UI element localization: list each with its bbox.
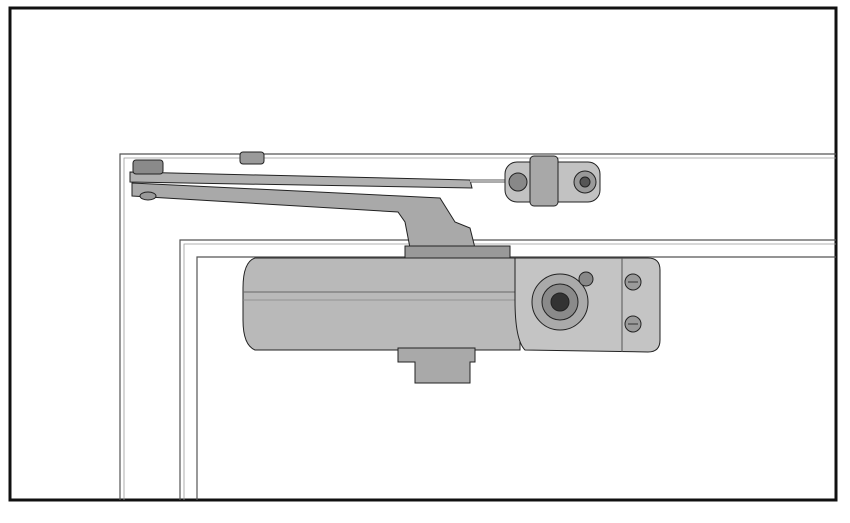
- door-frame: [119, 153, 836, 500]
- screw-icon: [579, 176, 591, 188]
- adjustment-valve-icon: [550, 292, 570, 312]
- closer-body: [242, 245, 661, 384]
- arm-bracket: [504, 155, 601, 207]
